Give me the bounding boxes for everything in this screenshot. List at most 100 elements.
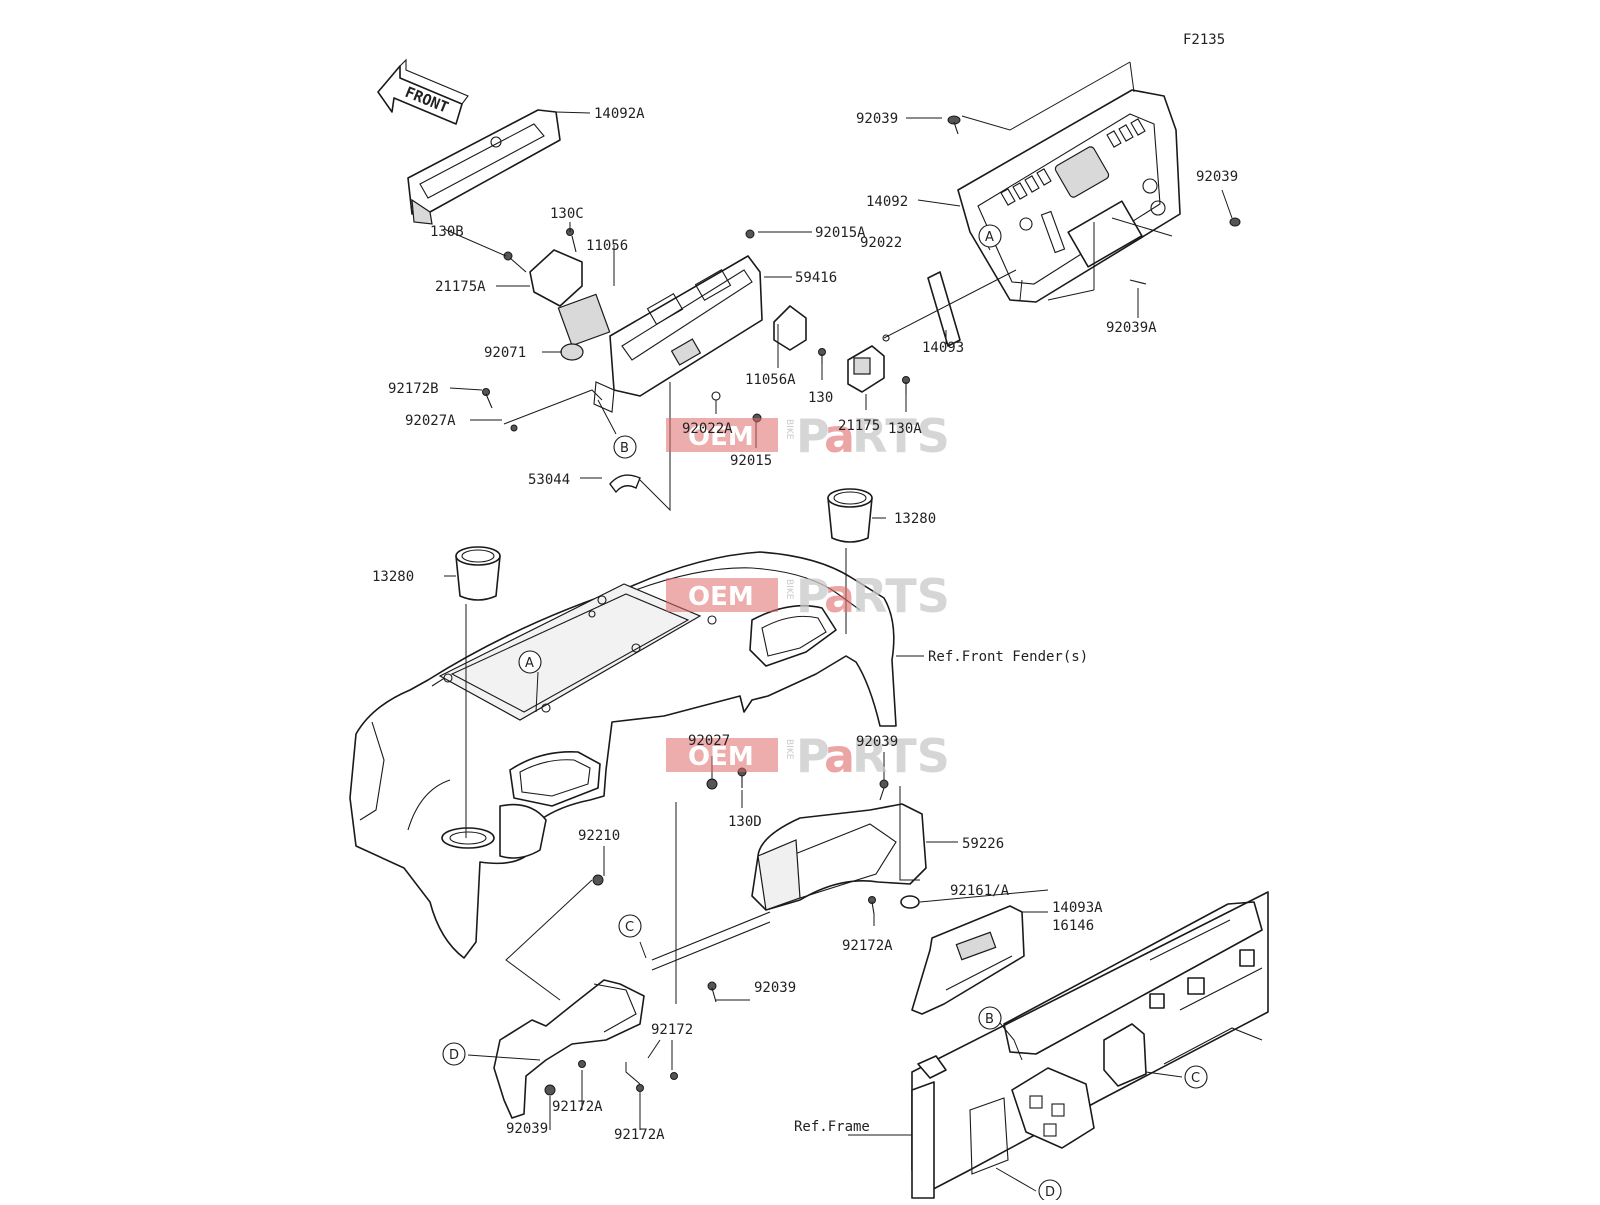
part-label: 130A: [888, 421, 922, 437]
bracket-11056A: [773, 305, 807, 351]
svg-text:P: P: [796, 569, 830, 623]
dash-panel-14092: [957, 89, 1181, 303]
svg-text:RTS: RTS: [852, 409, 950, 463]
bracket-21175A: [529, 249, 611, 347]
trim-strip-14093: [927, 271, 961, 347]
svg-text:D: D: [449, 1048, 459, 1063]
svg-text:RTS: RTS: [852, 569, 950, 623]
part-label: 59226: [962, 836, 1004, 852]
part-label: 92172A: [614, 1127, 665, 1143]
watermark-1: OEM BIKE P a RTS: [666, 409, 950, 463]
svg-text:C: C: [1191, 1071, 1200, 1086]
part-label: 11056A: [745, 372, 796, 388]
meter-unit-59416: [593, 255, 763, 413]
leader-lines: [443, 61, 1233, 1192]
part-label: 130B: [430, 224, 464, 240]
svg-text:OEM: OEM: [688, 742, 754, 772]
part-label: 92027A: [405, 413, 456, 429]
meter-cover-14092A: [407, 109, 561, 225]
ref-label-front-fender: Ref.Front Fender(s): [928, 649, 1088, 665]
svg-text:RTS: RTS: [852, 729, 950, 783]
part-label: 130C: [550, 206, 584, 222]
part-label: 14093: [922, 340, 964, 356]
part-label: 13280: [372, 569, 414, 585]
grommet-92071: [560, 343, 584, 361]
svg-text:a: a: [824, 569, 855, 623]
frame-reference: [911, 891, 1269, 1199]
svg-text:a: a: [824, 409, 855, 463]
svg-text:B: B: [985, 1012, 994, 1027]
part-label: 14092A: [594, 106, 645, 122]
part-label: 21175A: [435, 279, 486, 295]
svg-text:BIKE: BIKE: [784, 579, 794, 600]
fasteners-top-right: [882, 115, 1241, 342]
trim-panel-14093A: [911, 905, 1025, 1015]
watermark-3: OEM BIKE P a RTS: [666, 729, 950, 783]
part-label: 14093A: [1052, 900, 1103, 916]
ref-markers: A B A C D B C D: [442, 224, 1208, 1203]
svg-text:BIKE: BIKE: [784, 419, 794, 440]
ref-marker-c-left: C: [618, 914, 642, 938]
ref-marker-a-top: A: [978, 224, 1002, 248]
part-label: 92172A: [842, 938, 893, 954]
svg-text:C: C: [625, 920, 634, 935]
part-label: 92039: [856, 734, 898, 750]
cup-holder-13280-left: [455, 546, 501, 601]
part-label: 92172B: [388, 381, 439, 397]
svg-text:OEM: OEM: [688, 422, 754, 452]
part-label: 92039: [506, 1121, 548, 1137]
part-label: 92015: [730, 453, 772, 469]
watermark-2: OEM BIKE P a RTS: [666, 569, 950, 623]
cup-holder-13280-right: [827, 488, 873, 543]
diagram-code: F2135: [1183, 32, 1225, 48]
lower-panel-59226: [751, 803, 927, 911]
part-label: 53044: [528, 472, 570, 488]
svg-text:A: A: [525, 656, 534, 671]
svg-text:P: P: [796, 409, 830, 463]
part-label: 92027: [688, 733, 730, 749]
part-label: 92172: [651, 1022, 693, 1038]
part-label: 92172A: [552, 1099, 603, 1115]
part-label: 92210: [578, 828, 620, 844]
part-label: 92039: [754, 980, 796, 996]
front-arrow-icon: FRONT: [377, 58, 469, 125]
part-label: 130: [808, 390, 833, 406]
lower-left-bracket: [493, 911, 771, 1119]
part-label: 59416: [795, 270, 837, 286]
part-label: 92015A: [815, 225, 866, 241]
part-label: 16146: [1052, 918, 1094, 934]
ref-marker-c-frame: C: [1184, 1065, 1208, 1089]
ref-marker-d-frame: D: [1038, 1179, 1062, 1203]
part-label: 92039: [1196, 169, 1238, 185]
part-label: 92161/A: [950, 883, 1010, 899]
svg-text:P: P: [796, 729, 830, 783]
ref-marker-d-left: D: [442, 1042, 466, 1066]
ref-marker-b-top: B: [613, 435, 637, 459]
ref-marker-b-frame: B: [978, 1006, 1002, 1030]
bracket-21175: [847, 345, 885, 393]
svg-text:BIKE: BIKE: [784, 739, 794, 760]
fasteners-lower: [544, 767, 920, 1096]
part-label: 92071: [484, 345, 526, 361]
svg-text:a: a: [824, 729, 855, 783]
part-label: 92039: [856, 111, 898, 127]
dashboard-assembly: [349, 551, 897, 959]
svg-text:A: A: [985, 230, 994, 245]
svg-text:B: B: [620, 441, 629, 456]
part-label: 92022A: [682, 421, 733, 437]
part-label: 11056: [586, 238, 628, 254]
ref-marker-a-dash: A: [518, 650, 542, 674]
part-label: 130D: [728, 814, 762, 830]
part-label: 13280: [894, 511, 936, 527]
part-label: 21175: [838, 418, 880, 434]
ref-label-frame: Ref.Frame: [794, 1119, 870, 1135]
part-label: 92022: [860, 235, 902, 251]
svg-text:D: D: [1045, 1185, 1055, 1200]
hose-53044: [609, 474, 641, 494]
part-label: 14092: [866, 194, 908, 210]
svg-text:OEM: OEM: [688, 582, 754, 612]
part-labels: 14092A 130B 130C 11056 21175A 92071 9217…: [372, 106, 1238, 1143]
part-label: 92039A: [1106, 320, 1157, 336]
